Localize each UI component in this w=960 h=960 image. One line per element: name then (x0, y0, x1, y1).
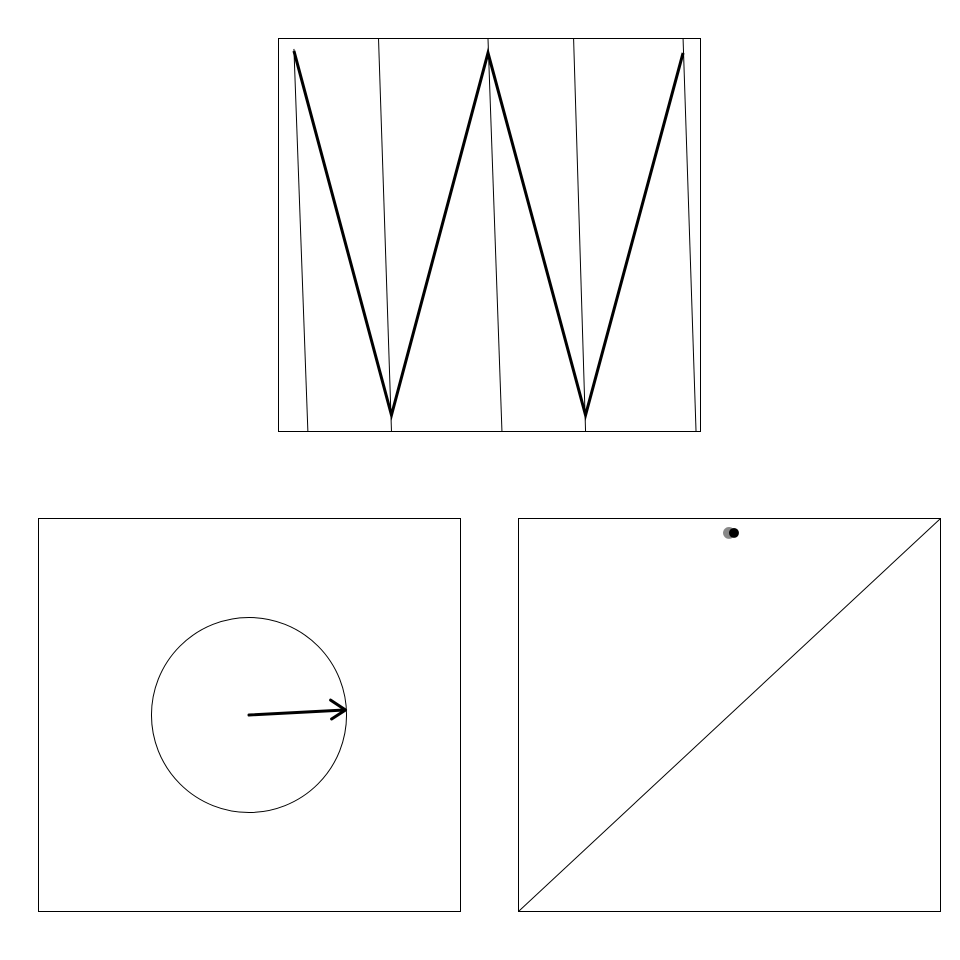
marker-black (729, 527, 739, 538)
circle-arrow-canvas (150, 617, 348, 813)
circle-arrow-panel (38, 518, 461, 912)
thin-line-1 (293, 48, 309, 432)
thin-line-3 (487, 38, 503, 432)
circle-shape (150, 617, 348, 813)
arrow-head-icon (329, 698, 348, 721)
thin-line-5 (682, 38, 697, 432)
zigzag-line (292, 47, 685, 421)
diagonal-line (518, 518, 941, 912)
thin-line-4 (573, 38, 587, 432)
arrow-shaft (247, 708, 347, 717)
zigzag-panel (278, 38, 701, 432)
thin-line-2 (378, 38, 392, 432)
diagonal-canvas (518, 518, 941, 912)
zigzag-canvas (292, 38, 697, 432)
diagonal-panel (518, 518, 941, 912)
